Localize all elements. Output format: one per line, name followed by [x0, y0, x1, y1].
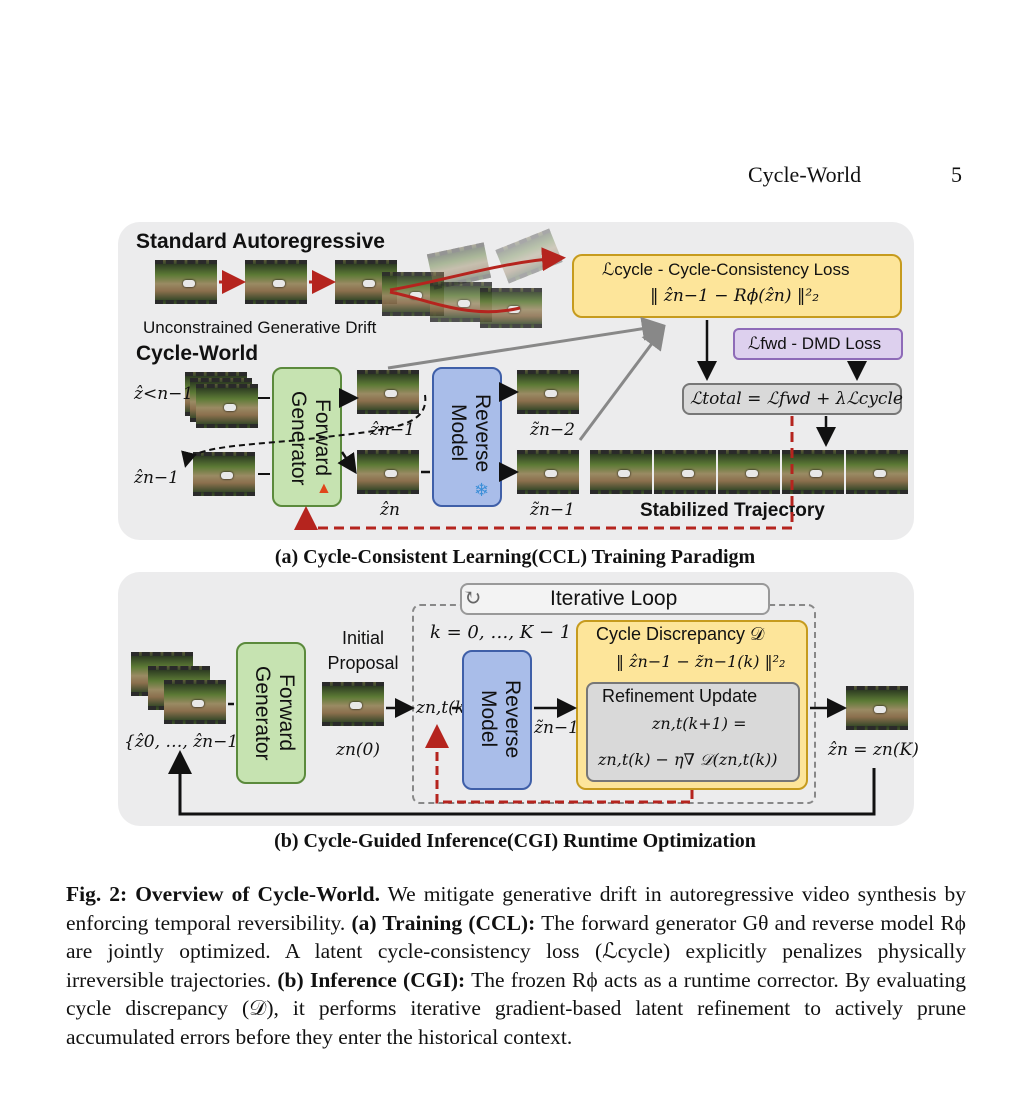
drift-frame-3 [480, 288, 542, 328]
label-zt-nm1: z̃n−1 [530, 500, 575, 520]
refinement-line-1: zn,t(k+1) = [652, 714, 747, 733]
caption-part-1: We mitigate generative drift in autoregr… [66, 882, 966, 935]
context-label: {ẑ0, …, ẑn−1} [124, 732, 249, 752]
stable-frame-2 [654, 450, 716, 494]
cycle-loss-formula: ‖ ẑn−1 − Rϕ(ẑn) ‖²₂ [650, 286, 820, 306]
stable-frame-3 [718, 450, 780, 494]
forward-generator-b-box [236, 642, 306, 784]
std-frame-2 [245, 260, 307, 304]
figure-label: Fig. 2: Overview of Cycle-World. [66, 882, 380, 906]
proposal-frame [322, 682, 384, 726]
initial-proposal-label: Initial Proposal [327, 628, 399, 673]
panel-a-caption: (a) Cycle-Consistent Learning(CCL) Train… [274, 546, 756, 568]
forward-generator-b-label: Forward Generator [251, 665, 298, 761]
z-n0-label: zn(0) [336, 740, 380, 760]
fwd-loss-label: ℒfwd - DMD Loss [748, 334, 882, 353]
total-loss-label: ℒtotal = ℒfwd + λℒcycle [690, 389, 903, 409]
output-frame [846, 686, 908, 730]
gen-frame-n [357, 450, 419, 494]
output-label: ẑn = zn(K) [828, 740, 919, 760]
rev-frame-nm1 [517, 450, 579, 494]
label-z-context: ẑ<n−1 [134, 384, 194, 404]
z-nt-k-label: zn,t(k) [416, 698, 472, 718]
label-z-prev-left: ẑn−1 [134, 468, 179, 488]
iterative-loop-pill [460, 583, 770, 615]
fire-icon: ▲ [316, 480, 332, 497]
page-number: 5 [951, 162, 962, 187]
reverse-model-b-box [462, 650, 532, 790]
caption-part-3: The frozen Rϕ acts as a runtime correcto… [66, 967, 966, 1049]
context-frame-3 [196, 384, 258, 428]
stable-frame-1 [590, 450, 652, 494]
figure-caption: Fig. 2: Overview of Cycle-World. We miti… [66, 880, 966, 1052]
refinement-line-2: zn,t(k) − η∇ 𝒟(zn,t(k)) [598, 750, 778, 769]
prev-frame [193, 452, 255, 496]
ctx-frame-3 [164, 680, 226, 724]
iterative-loop-label: Iterative Loop [550, 587, 678, 610]
drift-label: Unconstrained Generative Drift [143, 318, 377, 337]
cycle-loss-title: ℒcycle - Cycle-Consistency Loss [602, 260, 850, 279]
label-zt-nm2: z̃n−2 [530, 420, 575, 440]
rev-frame-nm2 [517, 370, 579, 414]
reverse-model-box [432, 367, 502, 507]
caption-bold-training: (a) Training (CCL): [351, 910, 536, 935]
cycle-discrepancy-formula: ‖ ẑn−1 − z̃n−1(k) ‖²₂ [616, 652, 786, 671]
refinement-update-title: Refinement Update [602, 686, 758, 706]
snowflake-icon: ❄ [474, 480, 490, 500]
caption-bold-inference: (b) Inference (CGI): [277, 967, 466, 992]
std-autoregressive-title: Standard Autoregressive [136, 230, 385, 253]
panel-b-caption: (b) Cycle-Guided Inference(CGI) Runtime … [274, 830, 756, 852]
reverse-model-b-label: Reverse Model [477, 679, 524, 759]
total-loss-box [682, 383, 902, 415]
std-frame-1 [155, 260, 217, 304]
cycle-discrepancy-title: Cycle Discrepancy 𝒟 [596, 624, 765, 644]
cycle-world-title: Cycle-World [136, 342, 259, 365]
running-header-title: Cycle-World [748, 162, 862, 187]
reverse-model-label: Reverse Model [447, 393, 494, 473]
loop-icon: ↻ [463, 585, 482, 610]
label-z-n: ẑn [380, 500, 400, 520]
fwd-loss-box [733, 328, 903, 360]
gen-frame-nm1 [357, 370, 419, 414]
k-range-label: k = 0, …, K − 1 [430, 622, 572, 643]
stabilized-trajectory-label: Stabilized Trajectory [640, 500, 825, 521]
caption-part-2: The forward generator Gθ and reverse mod… [66, 910, 966, 992]
refinement-update-box [586, 682, 800, 782]
stable-frame-5 [846, 450, 908, 494]
cycle-loss-box [572, 254, 902, 318]
